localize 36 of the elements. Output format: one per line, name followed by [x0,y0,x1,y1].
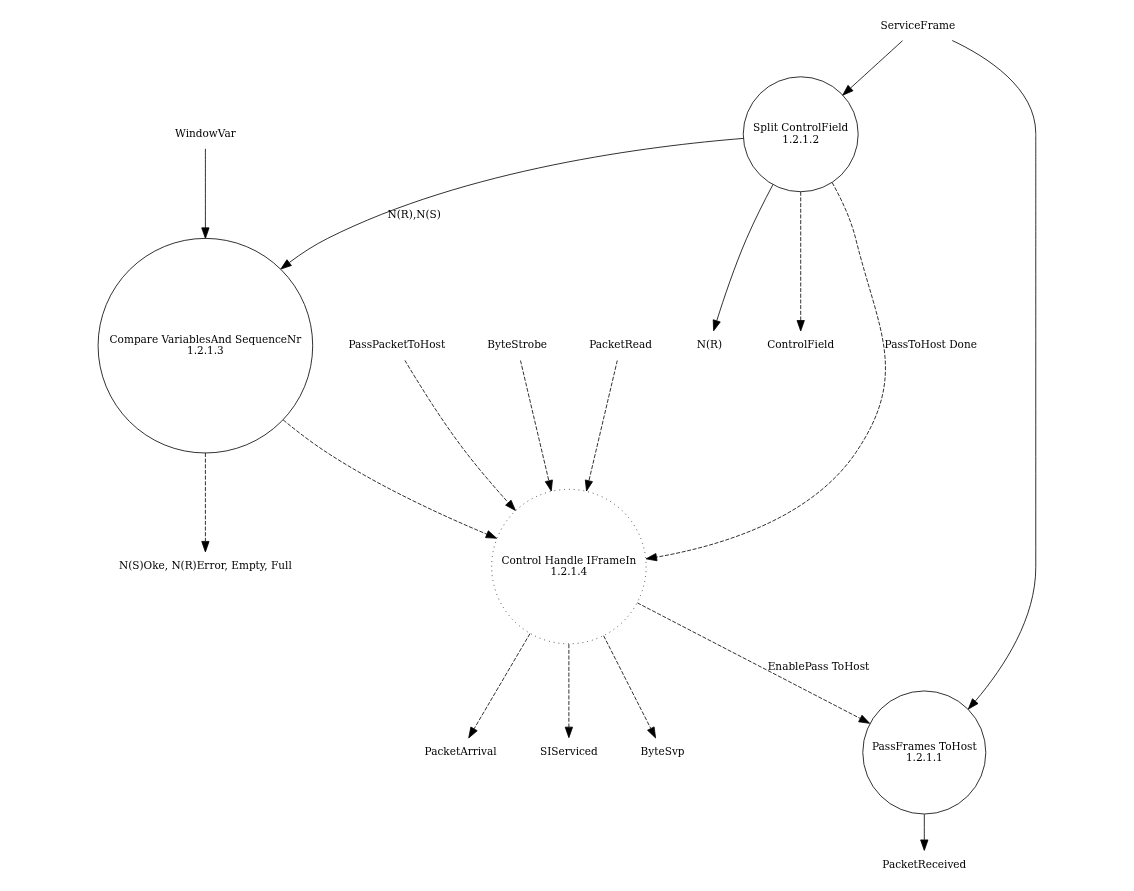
node-circle: Split ControlField 1.2.1.2 [742,76,859,193]
arrow [404,360,516,511]
arrow [468,633,531,739]
arrow [951,40,1037,710]
arrow [637,602,871,724]
node-text: ByteStrobe [487,338,548,351]
arrow [842,40,903,96]
arrow [584,360,618,492]
node-text: PacketReceived [882,857,967,870]
node-text: ControlField [767,338,835,351]
arrow [564,643,573,739]
node-text: PacketArrival [424,745,497,758]
edge-label: N(R),N(S) [387,207,441,220]
arrow [920,813,929,851]
node-text: PassPacketToHost [348,338,446,351]
node-text: ByteSvp [640,745,685,758]
node-text: N(R) [696,338,723,351]
arrow [280,138,744,270]
node-text: WindowVar [175,127,236,140]
node-text: SIServiced [539,745,598,758]
arrow [201,452,210,553]
node-text: N(S)Oke, N(R)Error, Empty, Full [118,559,292,572]
arrow [796,191,805,332]
node-text: ServiceFrame [880,18,956,31]
edge-label: PassToHost Done [884,338,977,351]
arrow [201,148,210,239]
arrow [645,182,886,562]
node-text: PacketRead [589,338,652,351]
node-circle: PassFrames ToHost 1.2.1.1 [862,690,987,815]
arrow [520,360,553,492]
node-circle: Compare VariablesAnd SequenceNr 1.2.1.3 [97,237,314,454]
node-circle: Control Handle IFrameIn 1.2.1.4 [491,488,647,645]
arrow [712,184,774,332]
arrow [282,419,498,539]
arrow [603,635,656,739]
edge-label: EnablePass ToHost [767,660,870,673]
